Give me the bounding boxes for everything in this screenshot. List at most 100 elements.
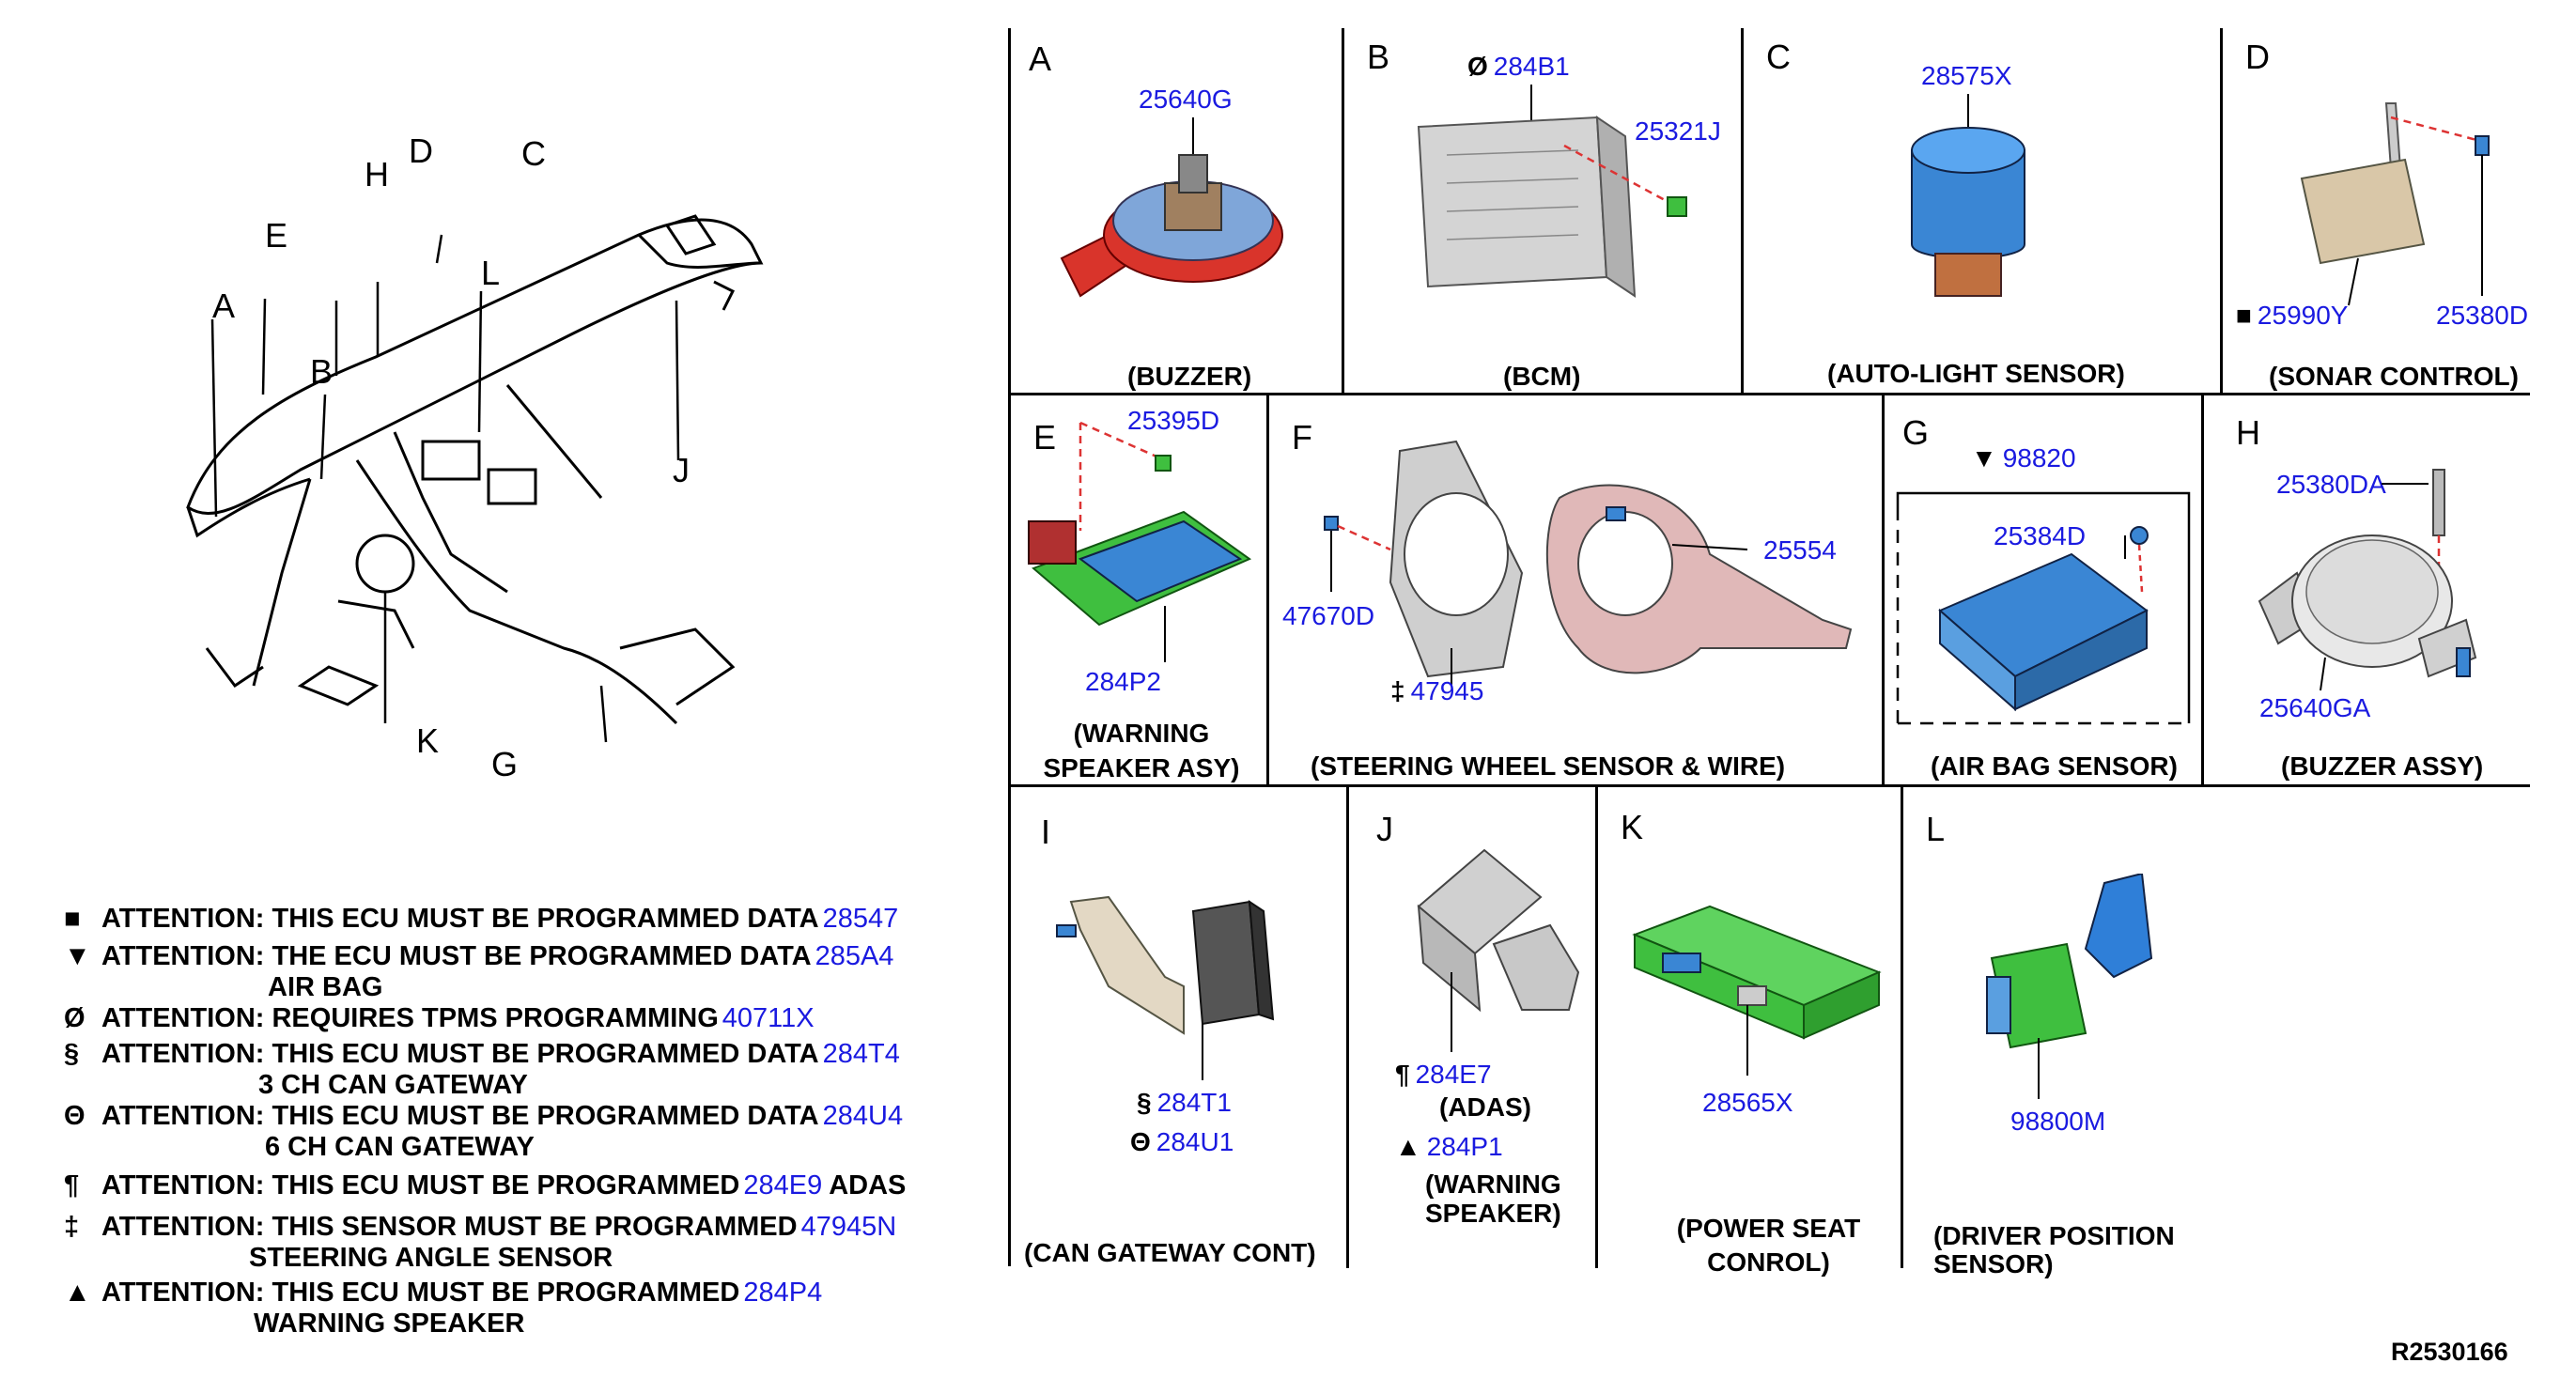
drawing-id: R2530166 <box>2391 1338 2508 1366</box>
panel-k-letter: K <box>1621 808 1644 846</box>
panel-f-part-bolt: 47670D <box>1282 601 1375 630</box>
panel-a-letter: A <box>1029 39 1052 78</box>
note-4: §ATTENTION: THIS ECU MUST BE PROGRAMMED … <box>64 1039 900 1069</box>
grid-line <box>1741 28 1744 395</box>
note-4-ref: 284T4 <box>822 1039 900 1069</box>
panel-h-part-unit: 25640GA <box>2259 693 2371 722</box>
note-1: ■ATTENTION: THIS ECU MUST BE PROGRAMMED … <box>64 904 899 934</box>
panel-e-letter: E <box>1033 418 1057 457</box>
grid-line <box>1346 784 1349 1268</box>
note-7: ‡ATTENTION: THIS SENSOR MUST BE PROGRAMM… <box>64 1212 897 1242</box>
grid-line <box>1901 784 1903 1268</box>
panel-k-caption-1: (POWER SEAT <box>1676 1214 1861 1243</box>
adas-warning-speaker-illustration <box>1417 848 1580 1052</box>
panel-l-part: 98800M <box>2010 1107 2106 1136</box>
overview-label-d: D <box>409 132 433 170</box>
panel-g-part-bolt: 25384D <box>1994 521 2087 550</box>
power-seat-control-illustration <box>1632 905 1882 1076</box>
panel-b-letter: B <box>1367 38 1390 76</box>
note-2-ref: 285A4 <box>815 941 894 971</box>
air-bag-sensor-illustration <box>1896 491 2191 725</box>
overview-label-h: H <box>365 155 389 194</box>
overview-label-e: E <box>265 216 288 255</box>
panel-j-caption-1: (WARNING <box>1425 1169 1561 1199</box>
panel-a-caption: (BUZZER) <box>1127 362 1252 391</box>
panel-d-part-screw: 25380D <box>2436 301 2529 330</box>
grid-line <box>1008 28 1011 1266</box>
note-8-sub: WARNING SPEAKER <box>254 1309 525 1339</box>
overview-label-k: K <box>416 721 440 760</box>
note-2: ▼ATTENTION: THE ECU MUST BE PROGRAMMED D… <box>64 941 894 971</box>
buzzer-illustration <box>1060 117 1283 298</box>
panel-a-part: 25640G <box>1139 85 1233 114</box>
note-6-ref: 284E9 <box>743 1170 823 1200</box>
panel-k-caption-2: CONROL) <box>1707 1247 1830 1277</box>
panel-e-caption-2: SPEAKER ASY) <box>1043 753 1240 782</box>
warning-speaker-asy-illustration <box>1028 421 1252 662</box>
panel-f-letter: F <box>1292 418 1312 457</box>
note-2-sub: AIR BAG <box>268 972 383 1002</box>
panel-b-part-screw: 25321J <box>1635 116 1721 146</box>
panel-b-caption: (BCM) <box>1503 362 1581 391</box>
panel-d-part-unit: ■25990Y <box>2236 301 2349 330</box>
panel-f-caption: (STEERING WHEEL SENSOR & WIRE) <box>1311 751 1786 781</box>
panel-e-part-unit: 284P2 <box>1085 667 1161 696</box>
note-5-ref: 284U4 <box>822 1101 904 1131</box>
panel-g-caption: (AIR BAG SENSOR) <box>1931 751 2178 781</box>
panel-i-letter: I <box>1041 813 1051 851</box>
overview-label-a: A <box>212 287 236 325</box>
overview-label-b: B <box>310 352 334 391</box>
panel-d-caption: (SONAR CONTROL) <box>2269 362 2519 391</box>
panel-l-caption-1: (DRIVER POSITION <box>1933 1221 2175 1250</box>
panel-e-part-screw: 25395D <box>1127 406 1220 435</box>
dashboard-overview-drawing <box>186 214 764 743</box>
panel-h-part-bolt: 25380DA <box>2276 470 2386 499</box>
sonar-control-illustration <box>2300 102 2490 306</box>
grid-line <box>2201 393 2204 785</box>
grid-line <box>1008 784 2530 787</box>
panel-l-letter: L <box>1926 810 1946 848</box>
panel-i-part-1: §284T1 <box>1137 1088 1232 1117</box>
panel-c-caption: (AUTO-LIGHT SENSOR) <box>1827 359 2125 388</box>
grid-line <box>2220 28 2223 395</box>
overview-label-g: G <box>491 745 519 783</box>
buzzer-assy-illustration <box>2258 469 2477 691</box>
panel-c-part: 28575X <box>1921 61 2012 90</box>
panel-h-caption: (BUZZER ASSY) <box>2281 751 2484 781</box>
panel-j-part-1: ¶284E7 <box>1395 1060 1492 1089</box>
steering-wheel-sensor-illustration <box>1324 440 1853 686</box>
panel-e-caption-1: (WARNING <box>1073 719 1210 748</box>
panel-f-part-sensor: ‡47945 <box>1390 676 1484 705</box>
panel-d-letter: D <box>2245 38 2270 76</box>
panel-c-letter: C <box>1766 38 1791 76</box>
note-7-sub: STEERING ANGLE SENSOR <box>249 1243 613 1273</box>
panel-l-caption-2: SENSOR) <box>1933 1249 2054 1278</box>
note-1-ref: 28547 <box>822 904 899 934</box>
panel-j-caption-2: SPEAKER) <box>1425 1199 1561 1228</box>
auto-light-sensor-illustration <box>1911 94 2025 297</box>
panel-j-note-1: (ADAS) <box>1439 1092 1531 1122</box>
panel-j-part-2: ▲284P1 <box>1395 1132 1503 1161</box>
overview-label-j: J <box>673 451 690 489</box>
panel-j-letter: J <box>1376 810 1393 848</box>
panel-k-part: 28565X <box>1702 1088 1793 1117</box>
overview-label-l: L <box>481 254 501 292</box>
grid-line <box>1882 393 1885 785</box>
grid-line <box>1595 784 1598 1268</box>
grid-line <box>1008 393 2530 395</box>
note-7-ref: 47945N <box>800 1212 897 1242</box>
driver-position-sensor-illustration <box>1986 874 2153 1099</box>
note-5-sub: 6 CH CAN GATEWAY <box>265 1132 535 1162</box>
panel-f-part-wire: 25554 <box>1763 535 1837 565</box>
panel-h-letter: H <box>2236 413 2260 452</box>
note-8-ref: 284P4 <box>743 1278 823 1308</box>
panel-i-caption: (CAN GATEWAY CONT) <box>1024 1238 1316 1267</box>
grid-line <box>1266 393 1269 785</box>
grid-line <box>1342 28 1344 395</box>
